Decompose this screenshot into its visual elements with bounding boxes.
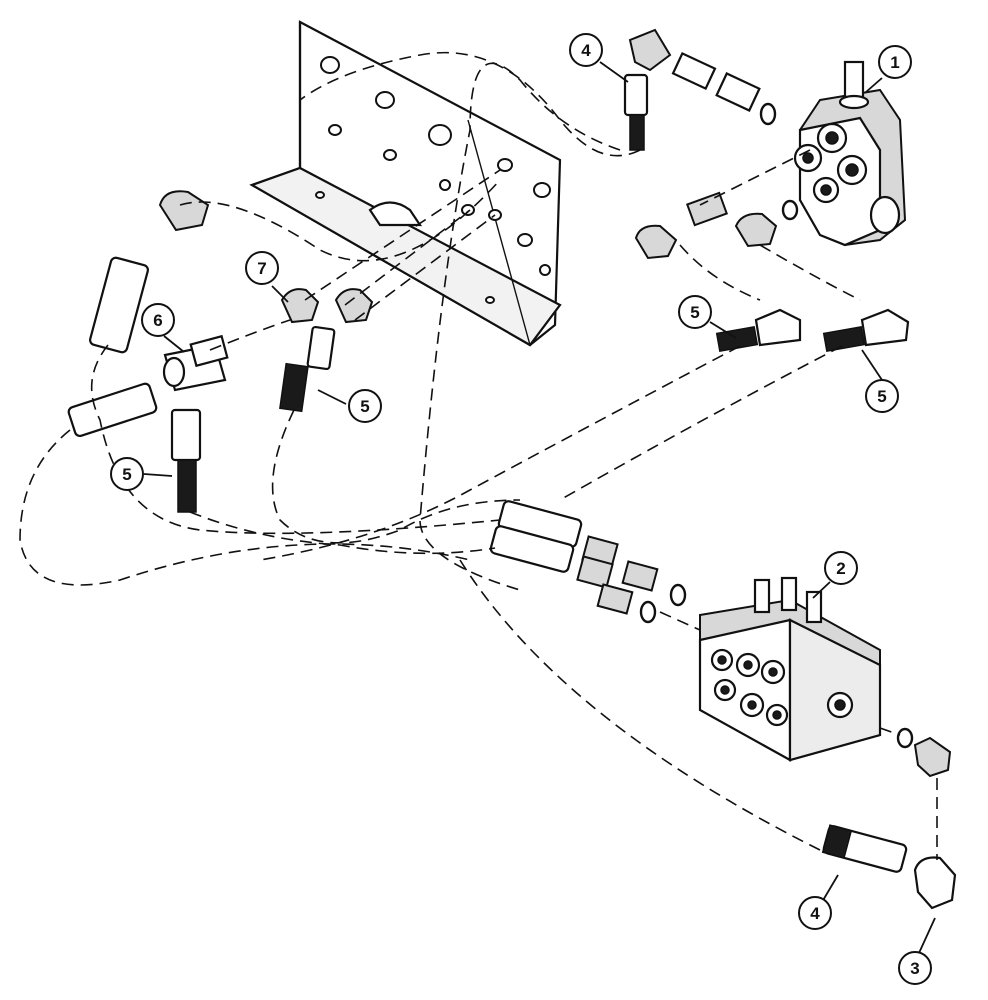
mounting-bracket bbox=[249, 20, 562, 347]
svg-text:5: 5 bbox=[877, 387, 886, 406]
svg-text:2: 2 bbox=[836, 559, 845, 578]
callout-5-right-upper: 5 bbox=[678, 295, 712, 329]
callout-1: 1 bbox=[878, 45, 912, 79]
hose-routes bbox=[19, 51, 938, 860]
control-valve-1 bbox=[793, 60, 907, 247]
callout-2: 2 bbox=[824, 551, 858, 585]
svg-text:7: 7 bbox=[257, 259, 266, 278]
callout-5-right-lower: 5 bbox=[865, 379, 899, 413]
callout-6: 6 bbox=[141, 303, 175, 337]
fittings bbox=[67, 28, 957, 910]
leader-lines bbox=[143, 61, 936, 954]
svg-text:5: 5 bbox=[122, 465, 131, 484]
svg-text:3: 3 bbox=[910, 959, 919, 978]
callout-3: 3 bbox=[898, 951, 932, 985]
callout-4-top: 4 bbox=[569, 33, 603, 67]
callout-5-center: 5 bbox=[348, 389, 382, 423]
svg-text:4: 4 bbox=[581, 41, 591, 60]
svg-text:4: 4 bbox=[810, 904, 820, 923]
callout-5-left: 5 bbox=[110, 457, 144, 491]
control-valve-2 bbox=[698, 576, 882, 762]
callout-4-bottom: 4 bbox=[798, 896, 832, 930]
svg-text:1: 1 bbox=[890, 53, 899, 72]
svg-text:5: 5 bbox=[360, 397, 369, 416]
svg-text:5: 5 bbox=[690, 303, 699, 322]
svg-text:6: 6 bbox=[153, 311, 162, 330]
callout-7: 7 bbox=[245, 251, 279, 285]
